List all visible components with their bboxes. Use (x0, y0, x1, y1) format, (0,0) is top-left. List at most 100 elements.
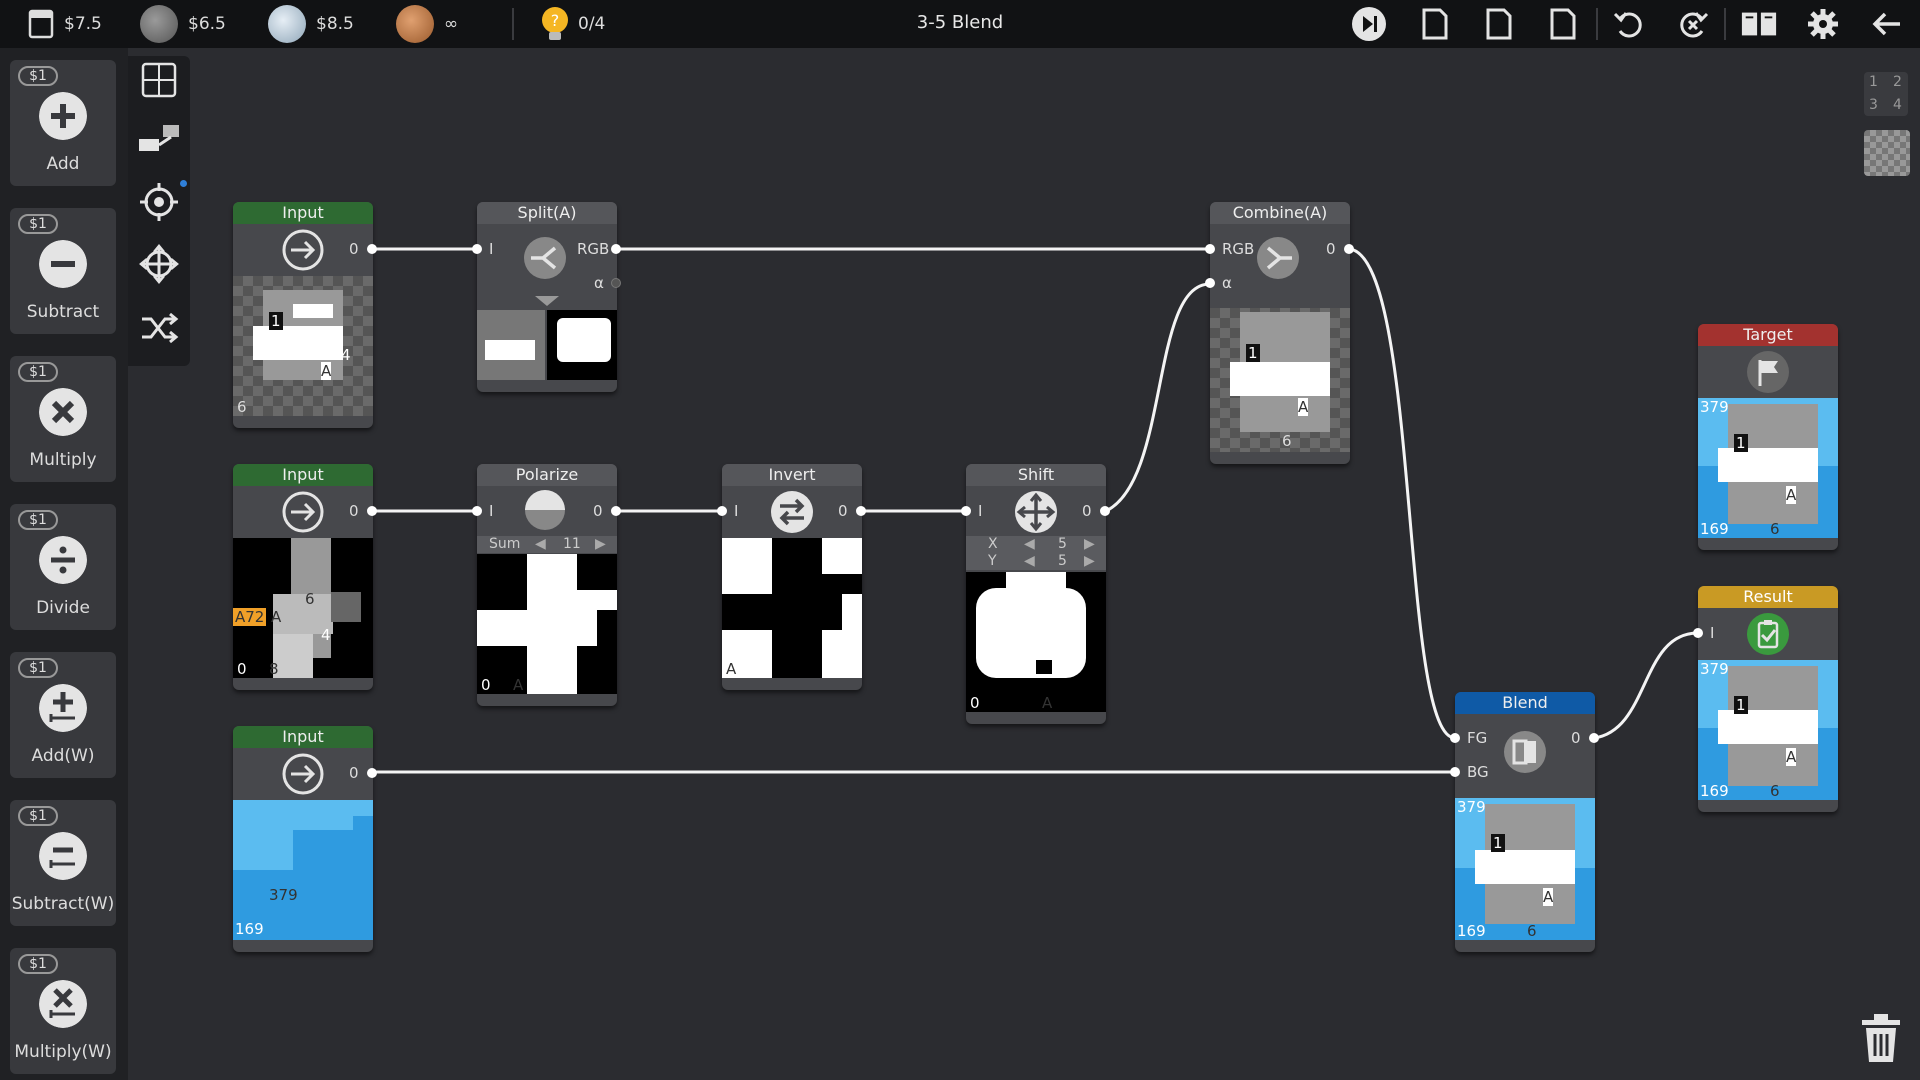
document-icon[interactable] (1421, 7, 1449, 41)
polarize-node[interactable]: Polarize I 0 Sum ◀ 11 ▶ 0 A (472, 464, 621, 706)
increment-arrow-icon[interactable]: ▶ (595, 536, 606, 552)
level-title: 3-5 Blend (916, 12, 1004, 33)
preview-label: 0 (970, 694, 980, 712)
input-node-3[interactable]: Input 0 379 169 (233, 726, 377, 952)
shuffle-tool[interactable] (137, 306, 181, 350)
shift-y-param[interactable]: Y ◀ 5 ▶ (966, 553, 1106, 570)
slot-2-button[interactable] (1480, 6, 1518, 42)
checker-toggle[interactable] (1864, 130, 1910, 176)
output-port[interactable] (367, 768, 377, 778)
divider (1596, 8, 1598, 40)
preview-label: A (726, 660, 737, 678)
settings-button[interactable] (1804, 6, 1842, 42)
decrement-arrow-icon[interactable]: ◀ (535, 536, 546, 552)
layout-selector[interactable]: 1 2 3 4 (1862, 70, 1910, 120)
input-label: I (1710, 624, 1715, 642)
target-node[interactable]: Target 379 1 4 A 169 6 (1698, 324, 1838, 550)
input-port[interactable] (1693, 628, 1703, 638)
manual-button[interactable] (1740, 6, 1778, 42)
shift-node[interactable]: Shift I 0 X ◀ 5 ▶ Y ◀ 5 ▶ 0 A (961, 464, 1110, 724)
play-step-icon[interactable] (1351, 6, 1387, 42)
decrement-arrow-icon[interactable]: ◀ (1024, 553, 1035, 569)
reset-button[interactable] (1674, 6, 1712, 42)
back-button[interactable] (1868, 6, 1906, 42)
blend-node[interactable]: Blend FG BG 0 379 1 4 A 169 6 (1450, 692, 1599, 952)
input-port[interactable] (961, 506, 971, 516)
input-port[interactable] (472, 244, 482, 254)
gear-icon[interactable] (1806, 7, 1840, 41)
undo-button[interactable] (1610, 6, 1648, 42)
reset-icon[interactable] (1676, 7, 1710, 41)
preview-label: 4 (341, 346, 351, 364)
output-port[interactable] (856, 506, 866, 516)
alpha-output-port[interactable] (611, 278, 621, 288)
preview-label: A (1543, 888, 1554, 906)
input-port[interactable] (472, 506, 482, 516)
op-add[interactable]: $1 Add (10, 60, 116, 186)
invert-node[interactable]: Invert I 0 A 0 (717, 464, 866, 690)
op-add-w[interactable]: $1 Add(W) (10, 652, 116, 778)
layout-3[interactable]: 3 (1869, 97, 1878, 113)
expand-arrow-icon[interactable] (535, 296, 559, 306)
move-tool[interactable] (137, 242, 181, 286)
layout-4[interactable]: 4 (1893, 97, 1902, 113)
crosshair-icon[interactable] (139, 182, 179, 222)
trash-button[interactable] (1858, 1012, 1904, 1066)
op-label: Add(W) (31, 746, 95, 766)
increment-arrow-icon[interactable]: ▶ (1084, 536, 1095, 552)
node-title: Target (1698, 324, 1838, 346)
rgb-output-port[interactable] (611, 244, 621, 254)
output-port[interactable] (611, 506, 621, 516)
alpha-input-port[interactable] (1205, 278, 1215, 288)
input-node-1[interactable]: Input 0 1 4 A 6 (233, 202, 377, 428)
input-node-2[interactable]: Input 0 A72 A 6 4 0 8 (233, 464, 377, 690)
increment-arrow-icon[interactable]: ▶ (1084, 553, 1095, 569)
sum-param[interactable]: Sum ◀ 11 ▶ (477, 536, 617, 553)
result-node[interactable]: Result I 379 1 4 A 169 6 (1693, 586, 1838, 812)
shuffle-icon[interactable] (139, 311, 179, 345)
trash-icon[interactable] (1858, 1012, 1904, 1066)
op-label: Subtract (26, 302, 100, 322)
move-arrows-icon[interactable] (139, 244, 179, 284)
layout-2[interactable]: 2 (1893, 74, 1902, 90)
split-alpha-node[interactable]: Split(A) I RGB α (472, 202, 621, 392)
input-port[interactable] (717, 506, 727, 516)
node-link-icon[interactable] (137, 121, 181, 159)
shift-x-param[interactable]: X ◀ 5 ▶ (966, 536, 1106, 553)
op-multiply[interactable]: $1 Multiply (10, 356, 116, 482)
fg-input-port[interactable] (1450, 733, 1460, 743)
op-subtract-w[interactable]: $1 Subtract(W) (10, 800, 116, 926)
nodes-tool[interactable] (137, 118, 181, 162)
slot-3-button[interactable] (1544, 6, 1582, 42)
rgb-input-port[interactable] (1205, 244, 1215, 254)
output-port[interactable] (1100, 506, 1110, 516)
arrow-in-icon (282, 491, 324, 533)
op-multiply-w[interactable]: $1 Multiply(W) (10, 948, 116, 1074)
output-port[interactable] (1344, 244, 1354, 254)
arrow-left-icon[interactable] (1870, 9, 1904, 39)
hints[interactable]: ? 0/4 (540, 0, 605, 48)
grid-tool[interactable] (137, 58, 181, 102)
combine-alpha-node[interactable]: Combine(A) RGB α 0 1 4 A 6 (1205, 202, 1354, 464)
op-subtract[interactable]: $1 Subtract (10, 208, 116, 334)
plus-weighted-icon (39, 684, 87, 732)
output-port[interactable] (367, 506, 377, 516)
step-button[interactable] (1350, 6, 1388, 42)
document-icon[interactable] (1485, 7, 1513, 41)
layout-1[interactable]: 1 (1869, 74, 1878, 90)
tool-strip (128, 56, 190, 366)
op-divide[interactable]: $1 Divide (10, 504, 116, 630)
decrement-arrow-icon[interactable]: ◀ (1024, 536, 1035, 552)
bg-input-port[interactable] (1450, 767, 1460, 777)
target-tool[interactable] (137, 180, 181, 224)
lightbulb-icon[interactable]: ? (540, 5, 570, 43)
undo-icon[interactable] (1612, 7, 1646, 41)
slot-1-button[interactable] (1416, 6, 1454, 42)
book-icon[interactable] (1740, 8, 1778, 40)
output-label: 0 (1326, 240, 1336, 258)
output-port[interactable] (1589, 733, 1599, 743)
grid-icon[interactable] (140, 61, 178, 99)
output-port[interactable] (367, 244, 377, 254)
op-label: Multiply(W) (14, 1042, 112, 1062)
document-icon[interactable] (1549, 7, 1577, 41)
